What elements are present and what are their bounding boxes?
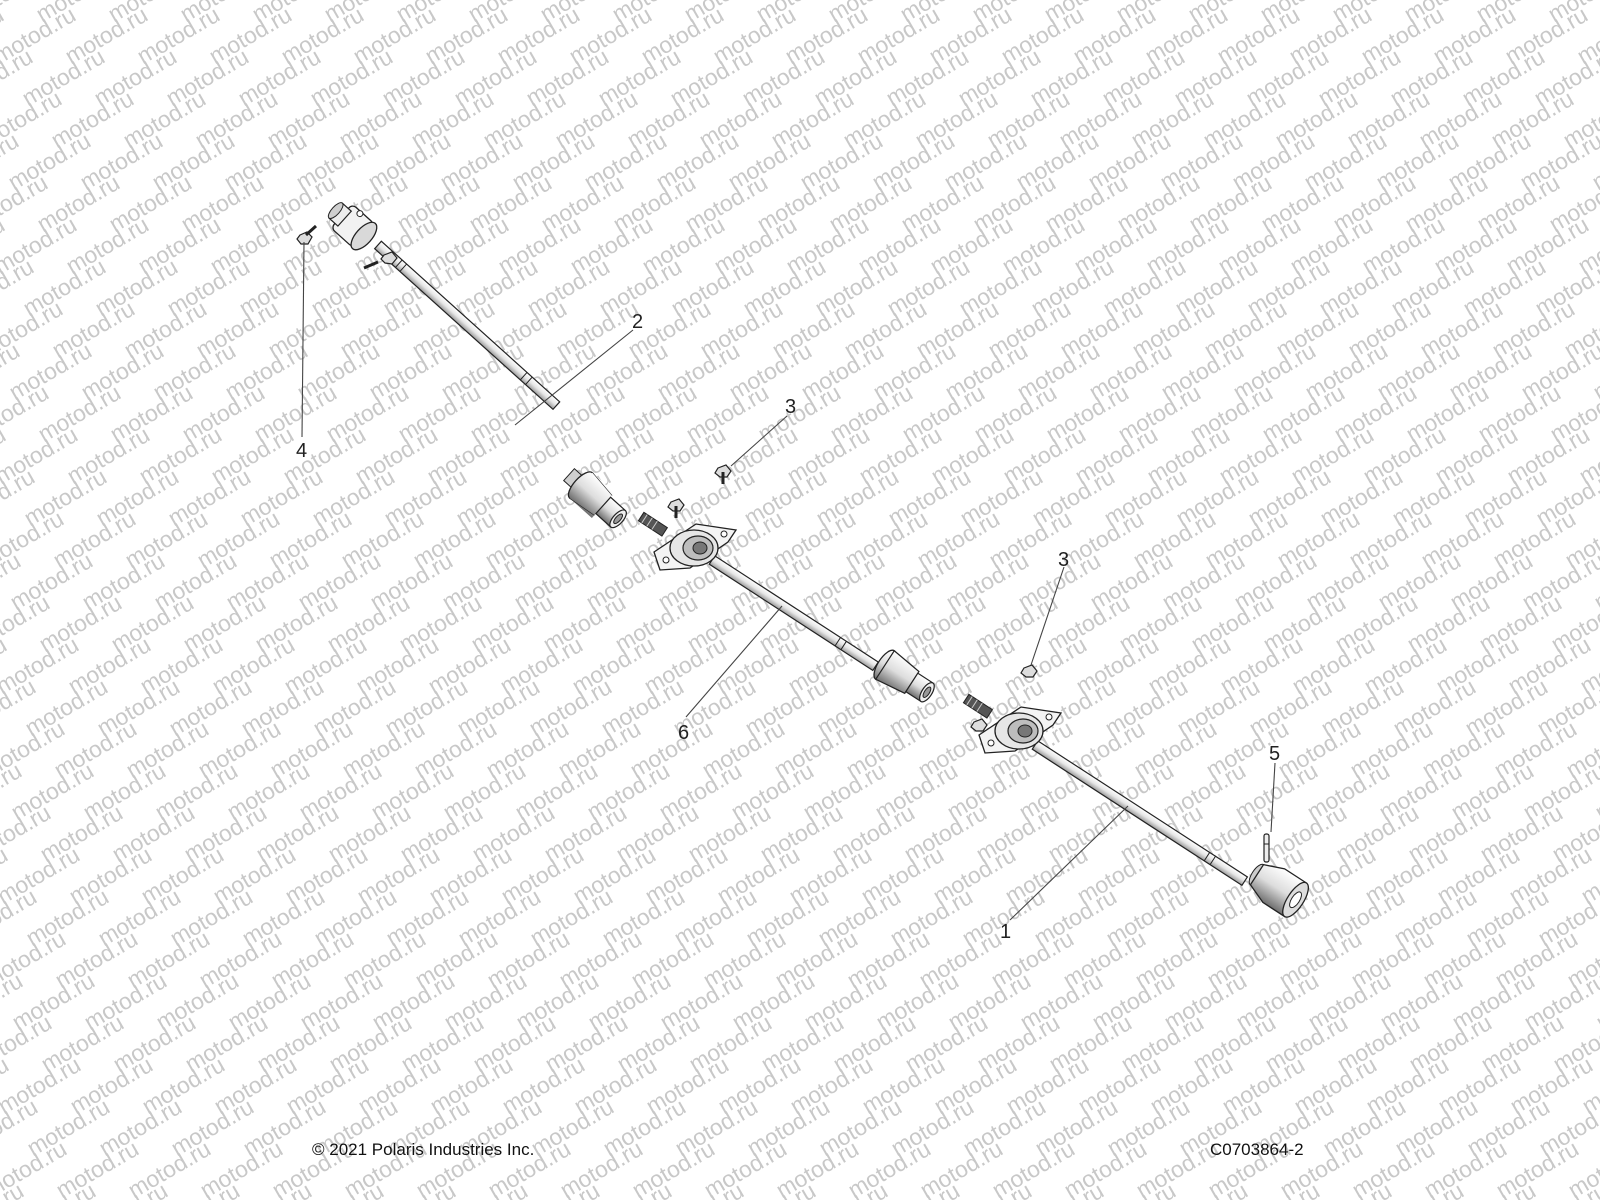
rear-joint	[1248, 863, 1309, 918]
bolt-3d	[970, 718, 988, 732]
callout-1: 1	[1000, 921, 1011, 943]
u-joint-yoke	[327, 202, 378, 251]
roll-pin-5	[1263, 833, 1270, 863]
drawing-code: C0703864-2	[1210, 1140, 1304, 1159]
prop-shaft-front	[296, 202, 627, 529]
carrier-bearing	[653, 523, 738, 571]
bolt-3b	[667, 498, 685, 518]
bolt-4	[296, 224, 318, 245]
leader-lines	[301, 241, 1276, 921]
callout-5: 5	[1269, 743, 1280, 765]
callout-3: 3	[1058, 549, 1069, 571]
callout-4: 4	[296, 440, 307, 462]
prop-shaft-rear	[962, 664, 1309, 918]
shaft-boot	[562, 467, 627, 529]
copyright-text: © 2021 Polaris Industries Inc.	[312, 1140, 535, 1159]
bolt-3a	[714, 464, 732, 484]
prop-shaft-center	[637, 464, 935, 703]
callout-2: 2	[632, 311, 643, 333]
callout-6: 6	[678, 722, 689, 744]
bolt-3c	[1020, 664, 1038, 678]
carrier-bearing	[978, 706, 1063, 754]
callout-3: 3	[785, 396, 796, 418]
yoke-bolt	[363, 251, 398, 270]
shaft-boot	[873, 649, 935, 703]
callouts: 2 4 3 3 6 5 1	[296, 311, 1280, 943]
